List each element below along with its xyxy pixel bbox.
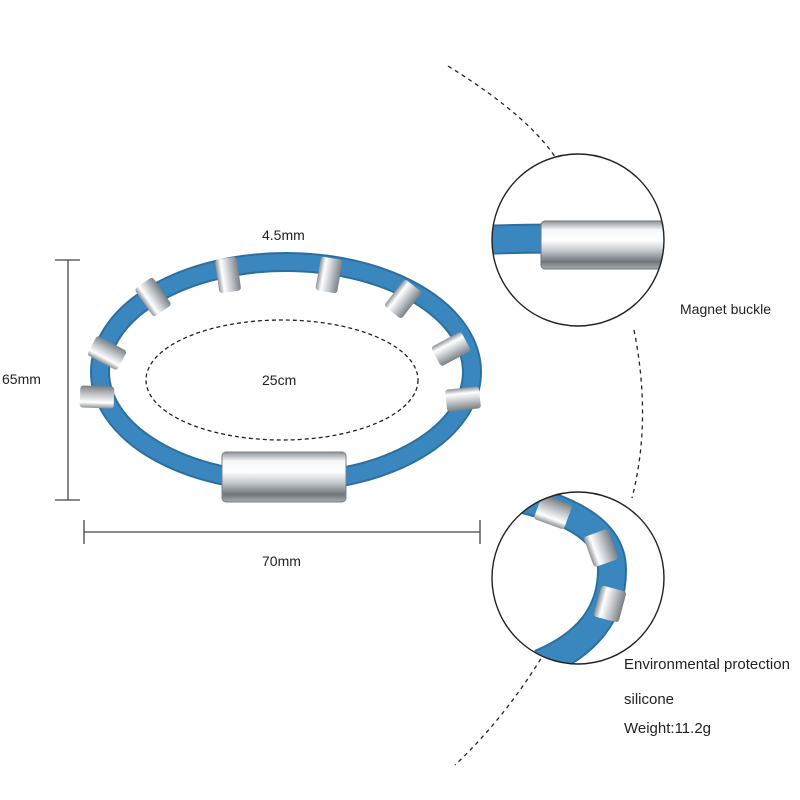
magnet-buckle-label: Magnet buckle xyxy=(680,301,772,317)
height-label: 65mm xyxy=(2,371,41,387)
width-label: 70mm xyxy=(262,553,301,569)
width-dimension xyxy=(83,520,481,544)
weight-label: Weight:11.2g xyxy=(624,720,712,737)
material-detail-circle xyxy=(491,491,665,665)
inner-circumference-ellipse xyxy=(145,319,419,441)
thickness-label: 4.5mm xyxy=(262,227,305,243)
dashed-arc xyxy=(447,65,644,766)
circumference-label: 25cm xyxy=(262,372,297,388)
bracelet xyxy=(79,252,482,503)
material-label-line1: Environmental protection xyxy=(624,656,790,673)
height-dimension xyxy=(55,259,80,501)
material-label-line2: silicone xyxy=(624,691,675,708)
magnet-detail-circle xyxy=(491,153,665,327)
